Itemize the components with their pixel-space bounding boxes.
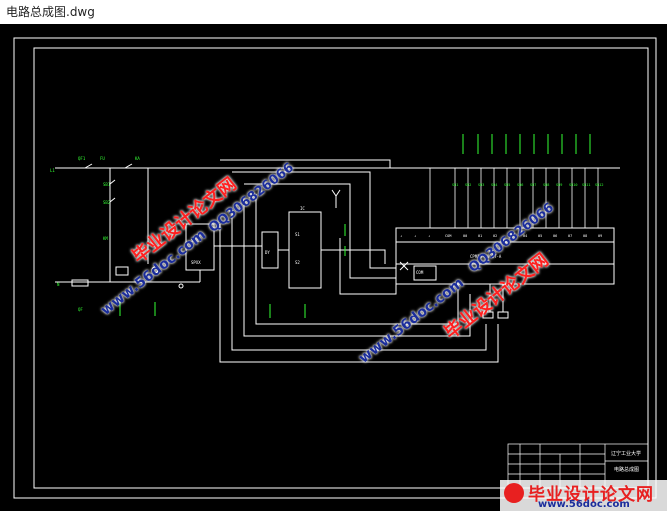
svg-text:SB11: SB11 xyxy=(582,183,590,187)
svg-text:SB2: SB2 xyxy=(465,183,471,187)
antenna-symbol xyxy=(331,189,341,208)
svg-text:N: N xyxy=(57,282,60,287)
svg-text:SPXX: SPXX xyxy=(191,260,201,265)
svg-text:00: 00 xyxy=(463,234,467,238)
switch-contacts xyxy=(84,163,409,289)
svg-text:SB7: SB7 xyxy=(530,183,536,187)
svg-text:02: 02 xyxy=(493,234,497,238)
green-markers xyxy=(119,224,346,318)
title-block-school: 辽宁工业大学 xyxy=(611,450,641,457)
inner-frame xyxy=(33,47,649,489)
brand-logo-icon xyxy=(504,483,524,503)
svg-text:01: 01 xyxy=(478,234,482,238)
brand-title: 毕业设计论文网 xyxy=(528,485,654,505)
svg-text:07: 07 xyxy=(568,234,572,238)
svg-text:↓: ↓ xyxy=(400,234,402,238)
svg-text:SB12: SB12 xyxy=(595,183,603,187)
svg-text:IC: IC xyxy=(300,206,305,211)
svg-text:KA: KA xyxy=(135,156,140,161)
svg-text:SB10: SB10 xyxy=(569,183,577,187)
svg-text:03: 03 xyxy=(508,234,512,238)
svg-text:COM: COM xyxy=(445,234,451,238)
svg-text:09: 09 xyxy=(598,234,602,238)
outer-frame xyxy=(13,37,657,499)
svg-text:QF1: QF1 xyxy=(78,156,86,161)
svg-text:COM: COM xyxy=(416,270,424,275)
plc-io-row: ↓ ↓ ↓ COM 00 01 02 03 04 05 06 07 08 09 xyxy=(400,234,602,238)
svg-text:S2: S2 xyxy=(295,260,300,265)
circuit-diagram: 辽宁工业大学 电路总成图 L1 QF1 FU KA SB1 SB2 KM N Q… xyxy=(13,37,657,499)
svg-text:SB5: SB5 xyxy=(504,183,510,187)
drawing-canvas[interactable]: 辽宁工业大学 电路总成图 L1 QF1 FU KA SB1 SB2 KM N Q… xyxy=(0,24,667,511)
left-labels: L1 QF1 FU KA SB1 SB2 KM N QF xyxy=(50,156,140,312)
svg-text:DY: DY xyxy=(265,250,270,255)
svg-text:SB6: SB6 xyxy=(517,183,523,187)
svg-text:06: 06 xyxy=(553,234,557,238)
svg-text:SB4: SB4 xyxy=(491,183,497,187)
svg-text:QF: QF xyxy=(78,307,83,312)
svg-text:SB3: SB3 xyxy=(478,183,484,187)
svg-text:05: 05 xyxy=(538,234,542,238)
svg-text:↓: ↓ xyxy=(428,234,430,238)
control-wiring xyxy=(199,159,504,363)
svg-text:SPXX: SPXX xyxy=(191,238,201,243)
brand-watermark: 毕业设计论文网 www.56doc.com xyxy=(500,480,667,511)
window-title: 电路总成图.dwg xyxy=(0,0,667,24)
svg-text:L1: L1 xyxy=(50,168,55,173)
svg-text:SB1: SB1 xyxy=(103,182,111,187)
plc-input-wires xyxy=(429,168,599,228)
svg-text:CPM1A-40CDT-A: CPM1A-40CDT-A xyxy=(470,254,502,259)
svg-text:SB9: SB9 xyxy=(556,183,562,187)
svg-text:KM: KM xyxy=(103,236,108,241)
svg-text:08: 08 xyxy=(583,234,587,238)
svg-text:FU: FU xyxy=(100,156,105,161)
box-labels: SPXX SPXX DY IC S1 S2 CPM1A-40CDT-A COM xyxy=(191,206,502,275)
svg-text:04: 04 xyxy=(523,234,527,238)
svg-text:↓: ↓ xyxy=(414,234,416,238)
svg-text:SB1: SB1 xyxy=(452,183,458,187)
title-block-drawing-name: 电路总成图 xyxy=(614,466,639,473)
svg-text:S1: S1 xyxy=(295,232,300,237)
top-tag-ticks xyxy=(462,134,591,154)
power-rails xyxy=(55,167,620,283)
svg-text:SB2: SB2 xyxy=(103,200,111,205)
brand-url: www.56doc.com xyxy=(538,499,630,510)
svg-text:SB8: SB8 xyxy=(543,183,549,187)
plc-switch-labels: SB1 SB2 SB3 SB4 SB5 SB6 SB7 SB8 SB9 SB10… xyxy=(452,183,603,187)
